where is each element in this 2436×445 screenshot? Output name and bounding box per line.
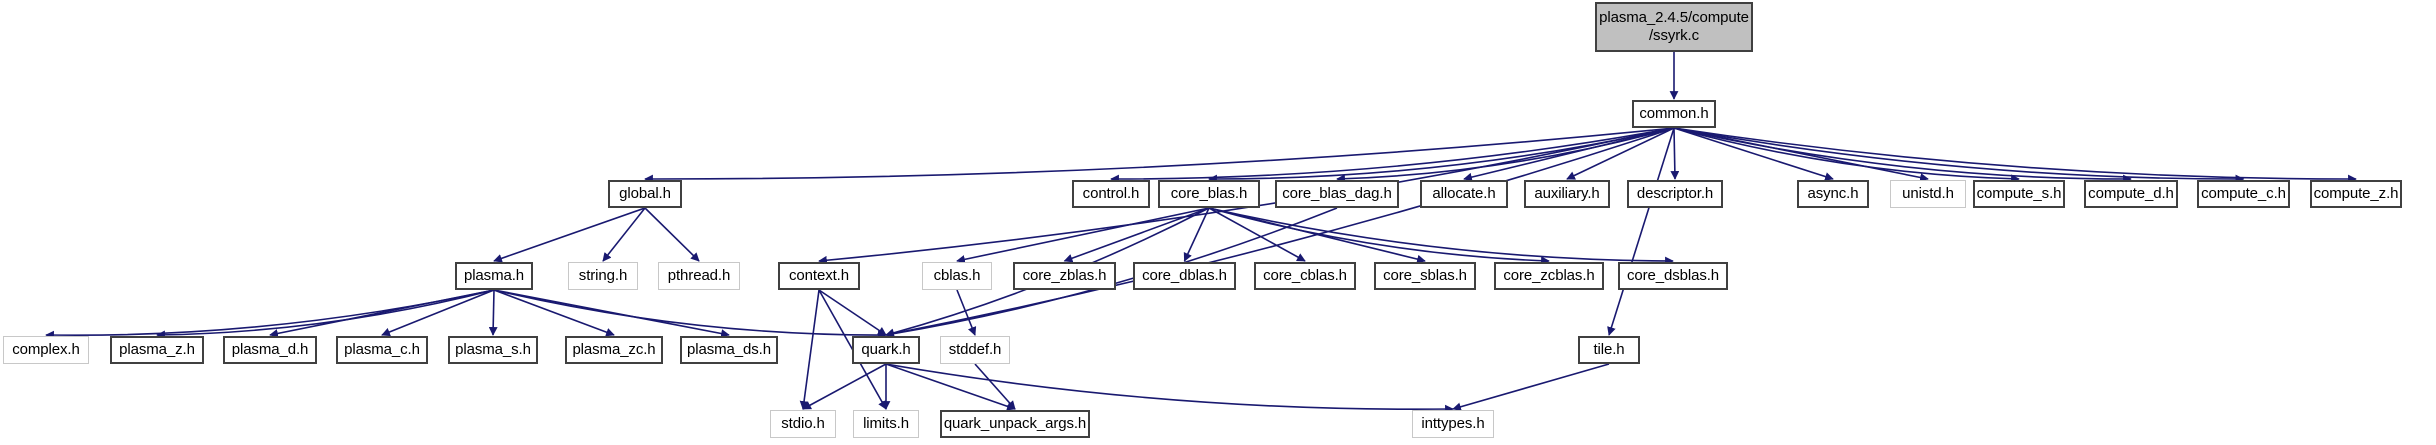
graph-node-stddef-h[interactable]: stddef.h [940, 336, 1010, 364]
edge-common_h-to-compute_s_h [1673, 127, 2020, 184]
graph-node-quark-h[interactable]: quark.h [852, 336, 920, 364]
edge-common_h-to-control_h [1110, 127, 1675, 184]
edge-quark_h-to-stdio_h [802, 363, 887, 410]
graph-node-compute-c-h[interactable]: compute_c.h [2197, 180, 2290, 208]
graph-node-plasma-h[interactable]: plasma.h [455, 262, 533, 290]
graph-node-allocate-h[interactable]: allocate.h [1420, 180, 1508, 208]
graph-node-tile-h[interactable]: tile.h [1578, 336, 1640, 364]
graph-node-string-h[interactable]: string.h [568, 262, 638, 290]
edge-core_blas_h-to-core_dsblas_h [1208, 207, 1674, 266]
graph-node-complex-h[interactable]: complex.h [3, 336, 89, 364]
graph-node-plasma-z-h[interactable]: plasma_z.h [110, 336, 204, 364]
edge-plasma_h-to-plasma_s_h [488, 289, 498, 336]
graph-node-global-h[interactable]: global.h [608, 180, 682, 208]
edge-global_h-to-plasma_h [493, 207, 646, 263]
edge-common_h-to-async_h [1673, 127, 1834, 181]
graph-node-async-h[interactable]: async.h [1797, 180, 1869, 208]
edge-plasma_h-to-plasma_ds_h [493, 289, 730, 338]
edge-stddef_h-to-quark_unpack_args_h [974, 363, 1016, 410]
graph-node-plasma-s-h[interactable]: plasma_s.h [448, 336, 538, 364]
edge-cblas_h-to-stddef_h [956, 289, 977, 336]
graph-node-common-h[interactable]: common.h [1632, 100, 1716, 128]
graph-node-plasma-zc-h[interactable]: plasma_zc.h [565, 336, 663, 364]
edge-common_h-to-global_h [644, 127, 1675, 184]
edge-core_blas_h-to-core_dblas_h [1183, 207, 1210, 262]
edge-quark_h-to-inttypes_h [885, 363, 1454, 414]
graph-node-compute-z-h[interactable]: compute_z.h [2310, 180, 2402, 208]
edge-common_h-to-core_blas_dag_h [1336, 127, 1675, 184]
graph-node-stdio-h[interactable]: stdio.h [770, 410, 836, 438]
edge-context_h-to-quark_h [818, 289, 887, 336]
graph-node-unistd-h[interactable]: unistd.h [1890, 180, 1966, 208]
edge-plasma_h-to-plasma_z_h [156, 289, 495, 340]
edge-common_h-to-descriptor_h [1670, 127, 1680, 180]
edge-plasma_h-to-plasma_d_h [269, 289, 495, 338]
edge-plasma_h-to-quark_h [493, 289, 887, 340]
graph-node-compute-d-h[interactable]: compute_d.h [2084, 180, 2178, 208]
graph-node-plasma-ds-h[interactable]: plasma_ds.h [680, 336, 778, 364]
graph-node-core-blas-h[interactable]: core_blas.h [1158, 180, 1260, 208]
graph-node-cblas-h[interactable]: cblas.h [922, 262, 992, 290]
edge-common_h-to-quark_h [885, 127, 1675, 338]
edge-plasma_h-to-plasma_zc_h [493, 289, 615, 337]
edge-global_h-to-string_h [602, 207, 646, 262]
graph-node-quark-unpack-args-h[interactable]: quark_unpack_args.h [940, 410, 1090, 438]
graph-node-core-zblas-h[interactable]: core_zblas.h [1013, 262, 1116, 290]
edge-common_h-to-tile_h [1607, 127, 1675, 336]
graph-node-core-cblas-h[interactable]: core_cblas.h [1254, 262, 1356, 290]
edge-common_h-to-allocate_h [1463, 127, 1675, 182]
edge-core_blas_h-to-core_sblas_h [1208, 207, 1426, 264]
edge-common_h-to-auxiliary_h [1566, 127, 1675, 180]
graph-node-core-dsblas-h[interactable]: core_dsblas.h [1618, 262, 1728, 290]
graph-node-plasma-c-h[interactable]: plasma_c.h [336, 336, 428, 364]
edge-global_h-to-pthread_h [644, 207, 700, 262]
edge-plasma_h-to-plasma_c_h [381, 289, 495, 337]
edge-core_blas_h-to-core_cblas_h [1208, 207, 1306, 262]
graph-node-inttypes-h[interactable]: inttypes.h [1412, 410, 1494, 438]
edge-core_blas_h-to-cblas_h [956, 207, 1210, 264]
graph-node-core-blas-dag-h[interactable]: core_blas_dag.h [1275, 180, 1399, 208]
graph-node-descriptor-h[interactable]: descriptor.h [1627, 180, 1723, 208]
graph-node-pthread-h[interactable]: pthread.h [658, 262, 740, 290]
edge-common_h-to-compute_c_h [1673, 127, 2245, 184]
graph-node-control-h[interactable]: control.h [1072, 180, 1150, 208]
edge-common_h-to-core_blas_h [1208, 127, 1675, 184]
edge-plasma_h-to-complex_h [45, 289, 495, 340]
edge-context_h-to-stdio_h [799, 289, 820, 410]
edge-common_h-to-compute_d_h [1673, 127, 2132, 184]
edge-quark_h-to-quark_unpack_args_h [885, 363, 1016, 411]
edge-core_blas_h-to-core_zcblas_h [1208, 207, 1550, 266]
graph-node-limits-h[interactable]: limits.h [853, 410, 919, 438]
graph-node-context-h[interactable]: context.h [778, 262, 860, 290]
graph-node-auxiliary-h[interactable]: auxiliary.h [1524, 180, 1610, 208]
graph-node-root[interactable]: plasma_2.4.5/compute /ssyrk.c [1595, 2, 1753, 52]
graph-node-core-zcblas-h[interactable]: core_zcblas.h [1494, 262, 1604, 290]
edge-common_h-to-unistd_h [1673, 127, 1929, 182]
edge-core_blas_h-to-core_zblas_h [1063, 207, 1210, 263]
edge-tile_h-to-inttypes_h [1452, 363, 1610, 412]
graph-node-compute-s-h[interactable]: compute_s.h [1973, 180, 2065, 208]
graph-node-plasma-d-h[interactable]: plasma_d.h [223, 336, 317, 364]
graph-node-core-dblas-h[interactable]: core_dblas.h [1133, 262, 1236, 290]
edge-common_h-to-compute_z_h [1673, 127, 2357, 184]
graph-node-core-sblas-h[interactable]: core_sblas.h [1374, 262, 1476, 290]
